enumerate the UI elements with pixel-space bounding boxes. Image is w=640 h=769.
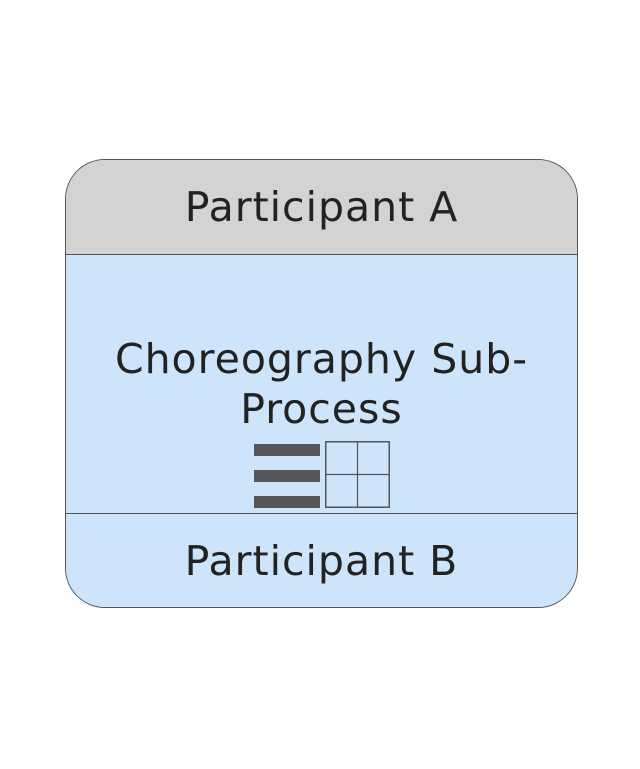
marker-bar xyxy=(253,443,320,456)
participant-band-bottom[interactable]: Participant B xyxy=(66,513,577,607)
sequential-multi-instance-icon xyxy=(253,443,320,508)
subprocess-body[interactable]: Choreography Sub-Process xyxy=(66,255,577,513)
participant-b-label: Participant B xyxy=(184,536,459,585)
choreography-subprocess-shape[interactable]: Participant A Choreography Sub-Process xyxy=(65,159,578,608)
marker-bar xyxy=(253,495,320,508)
participant-band-top[interactable]: Participant A xyxy=(66,160,577,255)
subprocess-label: Choreography Sub-Process xyxy=(114,334,529,433)
participant-a-label: Participant A xyxy=(184,183,459,231)
marker-bar xyxy=(253,469,320,482)
grid-marker-icon xyxy=(324,441,390,508)
subprocess-markers xyxy=(253,441,390,508)
